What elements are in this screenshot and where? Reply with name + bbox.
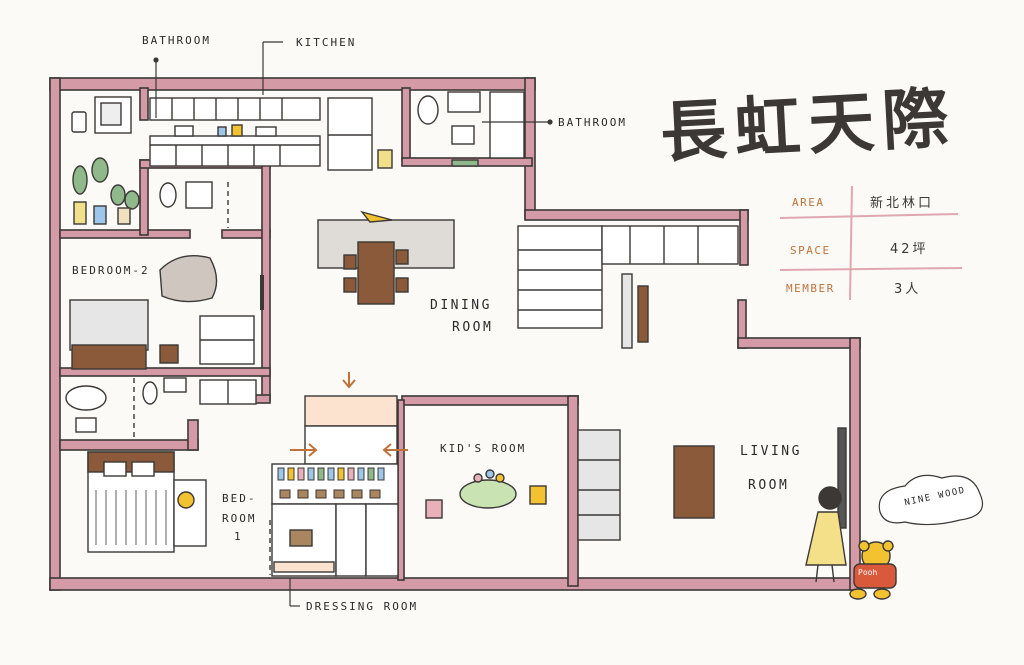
shelf-top-icon (304, 395, 398, 427)
toilet-icon-2 (159, 182, 177, 208)
storage-unit (517, 225, 739, 349)
leader-lines (153, 41, 553, 607)
living-room-furniture (577, 427, 984, 600)
speech-cloud-icon (878, 474, 984, 526)
kitchen-counter (149, 135, 321, 167)
toilet-icon-3 (142, 381, 158, 405)
info-table-lines (779, 185, 963, 301)
kids-table-icon (459, 479, 517, 509)
walls (49, 77, 861, 591)
label-bathroom-top: BATHROOM (142, 34, 211, 47)
bathroom-right-fixtures (417, 91, 525, 167)
label-living-room: ROOM (748, 478, 790, 493)
label-bedroom-1-c: 1 (234, 530, 243, 543)
label-bedroom-1-a: BED- (222, 492, 257, 505)
page-title: 長虹天際 (658, 78, 959, 172)
rug-icon (159, 255, 218, 303)
info-value-space: 42坪 (890, 242, 929, 257)
coffee-table-icon (673, 445, 715, 519)
label-kids-room: KID'S ROOM (440, 442, 527, 455)
basin-icon (65, 385, 107, 411)
girl-figure-icon (805, 486, 847, 583)
toy-block-icon (425, 499, 443, 519)
label-living: LIVING (740, 444, 802, 459)
bed-2-icon (69, 299, 149, 351)
bathroom-left-fixtures (159, 181, 229, 228)
shower-icon (489, 91, 525, 159)
sink-icon (447, 91, 481, 113)
wall-cabinet-icon (601, 225, 739, 265)
info-key-area: AREA (792, 196, 825, 209)
bear-basket-icon (289, 529, 313, 547)
desk-icon (173, 479, 207, 547)
bedroom2-furniture (69, 255, 264, 370)
small-cabinet-icon (71, 111, 87, 133)
label-dressing-room: DRESSING ROOM (306, 600, 419, 613)
sofa-icon (577, 429, 621, 541)
plant-icons (72, 157, 140, 225)
upper-cabinets (149, 97, 321, 121)
pooh-toy-icon (177, 491, 195, 509)
info-key-member: MEMBER (786, 282, 835, 295)
label-dining: DINING (430, 298, 492, 313)
label-bedroom-2: BEDROOM-2 (72, 264, 150, 277)
kitchen-furniture (149, 97, 393, 171)
bedroom1-furniture (87, 451, 207, 553)
arrow-icons (290, 372, 408, 457)
label-kitchen: KITCHEN (296, 36, 357, 49)
label-dining-room: ROOM (452, 320, 494, 335)
bear-shirt-text: Pooh (858, 568, 878, 577)
info-value-area: 新北林口 (870, 196, 935, 211)
stove-icon (255, 126, 277, 137)
small-bath-fixtures (65, 377, 257, 440)
info-value-member: 3人 (894, 282, 922, 297)
kids-room-furniture (425, 469, 547, 519)
dining-furniture (317, 210, 455, 305)
fridge-icon (327, 97, 373, 171)
toy-block-icon-2 (529, 485, 547, 505)
bookshelf-icon (517, 225, 603, 329)
top-left-area (71, 96, 140, 225)
dining-table-icon (357, 241, 395, 305)
toilet-icon (417, 95, 439, 125)
sink-icon-2 (185, 181, 213, 209)
dressing-room-furniture (269, 372, 408, 577)
info-key-space: SPACE (790, 244, 831, 257)
label-bathroom-right: BATHROOM (558, 116, 627, 129)
pot-icon (174, 125, 194, 137)
wheat-icon (360, 210, 393, 223)
pooh-bear-icon (849, 540, 897, 600)
label-bedroom-1-b: ROOM (222, 512, 257, 525)
